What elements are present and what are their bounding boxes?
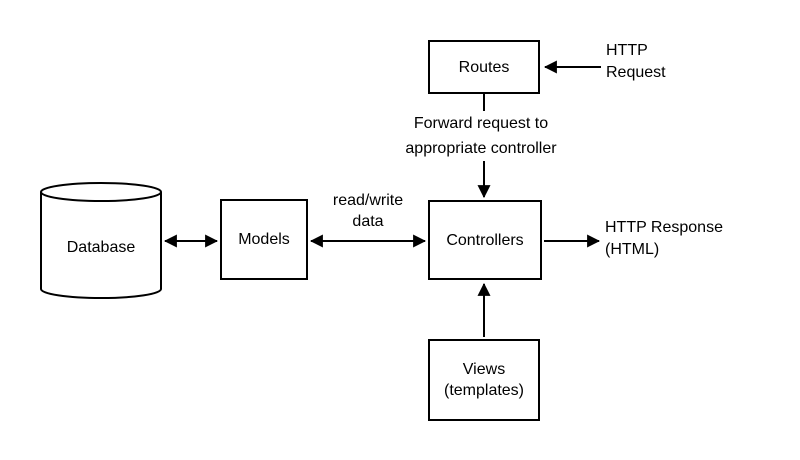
database-node-label: Database (66, 239, 136, 256)
read-write-data-label: read/write data (313, 190, 423, 232)
views-node: Views (templates) (428, 339, 540, 421)
models-node: Models (220, 199, 308, 280)
http-request-label: HTTP Request (606, 42, 666, 81)
controllers-node: Controllers (428, 200, 542, 280)
routes-node: Routes (428, 40, 540, 94)
http-response-label: HTTP Response (HTML) (605, 219, 723, 258)
database-cylinder (40, 182, 162, 299)
forward-request-label: Forward request to appropriate controlle… (386, 111, 576, 161)
